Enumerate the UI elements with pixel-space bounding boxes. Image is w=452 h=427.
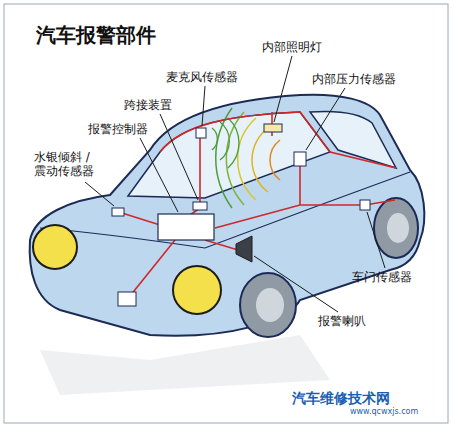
microphone bbox=[196, 128, 206, 138]
part-label: 汽车维修技术网 bbox=[292, 390, 390, 407]
rear-wheel bbox=[374, 198, 418, 258]
pressure-sensor bbox=[294, 152, 306, 166]
alarm-controller bbox=[158, 214, 214, 240]
front-hub bbox=[256, 288, 284, 322]
door-sensor bbox=[360, 200, 370, 210]
rear-hub bbox=[387, 213, 409, 243]
frame bbox=[4, 4, 448, 423]
mic-waves bbox=[212, 118, 239, 168]
part-label: 水银倾斜 /震动传感器 bbox=[34, 150, 101, 179]
small-module bbox=[118, 292, 136, 306]
tilt-sensor bbox=[112, 208, 124, 216]
body-line bbox=[40, 172, 410, 248]
part-label: 跨接装置 bbox=[124, 98, 172, 112]
alarm-wiring bbox=[122, 112, 396, 296]
part-label: 车门传感器 bbox=[352, 270, 412, 284]
jumper-device bbox=[193, 202, 207, 210]
part-label: 报警喇叭 bbox=[318, 314, 366, 328]
side-window bbox=[310, 111, 396, 168]
alarm-horn bbox=[236, 236, 252, 262]
part-label: www.qcwxjs.com bbox=[350, 407, 418, 417]
front-wheel bbox=[240, 273, 296, 337]
part-label: 内部照明灯 bbox=[262, 40, 322, 54]
part-label: 麦克风传感器 bbox=[166, 70, 238, 84]
leader-lines bbox=[85, 56, 385, 312]
interior-light bbox=[264, 124, 282, 132]
headlight bbox=[33, 225, 77, 269]
car-body bbox=[30, 95, 425, 336]
part-label: 报警控制器 bbox=[88, 122, 148, 136]
diagram-title: 汽车报警部件 bbox=[36, 22, 156, 49]
reflection bbox=[40, 335, 330, 395]
pressure-waves bbox=[216, 108, 280, 208]
part-label: 内部压力传感器 bbox=[312, 72, 396, 86]
headlight bbox=[173, 266, 221, 314]
